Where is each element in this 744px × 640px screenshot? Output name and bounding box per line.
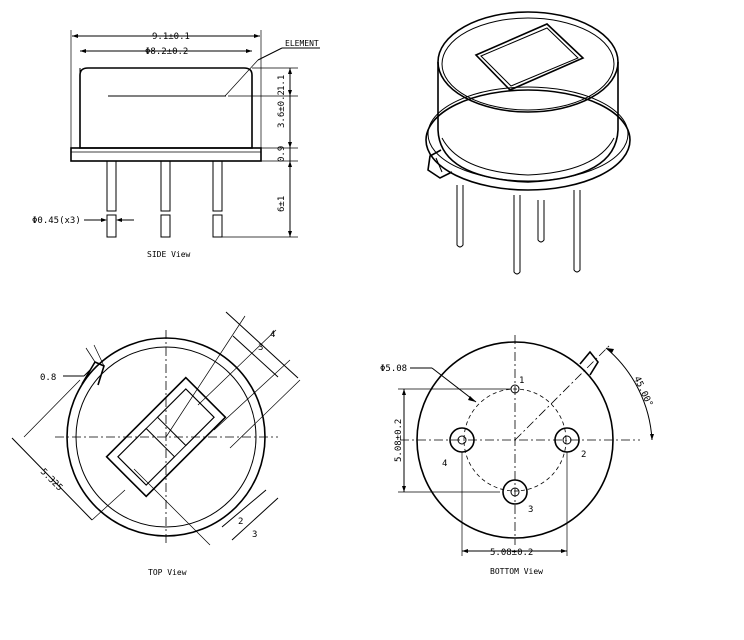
dim-top-tab: 0.8 [40, 373, 56, 383]
dim-top-offset: 5.325 [38, 467, 64, 493]
dim-bottom-horiz: 5.08±0.2 [490, 548, 533, 558]
top-view: 0.8 4 3 2 3 5.325 TOP View [11, 311, 301, 577]
dim-top-d: 3 [252, 530, 257, 540]
side-view-title: SIDE View [147, 250, 191, 259]
dim-side-width: 9.1±0.1 [152, 32, 190, 42]
dim-top-c: 2 [238, 517, 243, 527]
dim-side-height: 3.6±0.2 [277, 90, 287, 128]
dim-bottom-angle: 45.00° [631, 375, 654, 409]
pin-1-label: 1 [519, 376, 524, 386]
perspective-view [425, 11, 631, 275]
element-label: ELEMENT [285, 39, 319, 48]
pin-4-label: 4 [442, 459, 447, 469]
dim-side-leads: 6±1 [277, 196, 287, 212]
pin-2-label: 2 [581, 450, 586, 460]
dim-bottom-vert: 5.08±0.2 [394, 419, 404, 462]
side-view: 9.1±0.1 Φ8.2±0.2 ELEMENT 1.1 3.6±0.2 0.9 [32, 30, 320, 259]
dim-side-flange: 0.9 [277, 146, 287, 162]
dim-side-pin: Φ0.45(x3) [32, 216, 81, 226]
bottom-view-title: BOTTOM View [490, 567, 543, 576]
dim-side-cap: Φ8.2±0.2 [145, 47, 188, 57]
pin-3-label: 3 [528, 505, 533, 515]
bottom-view: 1 2 3 4 Φ5.08 5.08±0.2 5.08±0.2 45.00° [380, 335, 654, 576]
dim-side-window: 1.1 [277, 75, 287, 91]
side-leads [106, 160, 223, 238]
dim-bottom-pcd: Φ5.08 [380, 364, 407, 374]
top-view-title: TOP View [148, 568, 187, 577]
dim-top-b: 3 [258, 343, 263, 353]
dim-top-a: 4 [270, 330, 275, 340]
